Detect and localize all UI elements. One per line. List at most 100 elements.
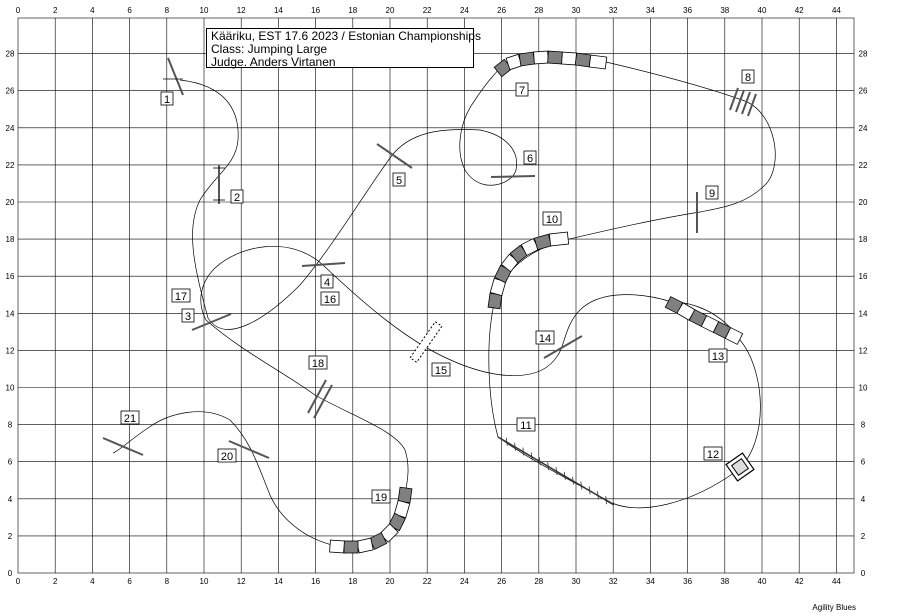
obstacle-number-box (320, 291, 340, 306)
dogwalk-tick (522, 447, 525, 456)
y-tick-label-left: 28 (6, 50, 15, 59)
x-tick-label-bottom: 8 (165, 577, 170, 586)
obstacle-number-20: 20 (221, 451, 233, 463)
tunnel-segment (518, 51, 536, 67)
obstacle-number-box (708, 348, 728, 363)
brand-footer: Agility Blues (812, 603, 856, 612)
x-tick-label-top: 0 (16, 6, 21, 15)
x-tick-label-top: 20 (386, 6, 395, 15)
y-tick-label-right: 22 (859, 161, 868, 170)
obstacle-8-long-jump[interactable] (729, 87, 757, 117)
obstacle-5-jump[interactable] (376, 143, 413, 169)
obstacle-number-1: 1 (164, 94, 170, 106)
tunnel-segment (343, 540, 359, 554)
y-tick-label-right: 26 (859, 87, 868, 96)
y-tick-label-left: 12 (6, 346, 15, 355)
obstacle-20-jump[interactable] (228, 440, 270, 459)
obstacle-6-jump[interactable] (490, 175, 536, 178)
x-tick-label-top: 40 (758, 6, 767, 15)
tunnel-segment (588, 54, 608, 70)
y-tick-label-right: 14 (859, 309, 868, 318)
x-tick-label-bottom: 18 (348, 577, 357, 586)
obstacle-21-jump[interactable] (102, 437, 144, 456)
y-tick-label-left: 26 (6, 87, 15, 96)
obstacle-number-11: 11 (520, 420, 531, 432)
obstacle-number-box (703, 446, 723, 461)
x-tick-label-bottom: 0 (16, 577, 21, 586)
x-tick-label-top: 32 (609, 6, 618, 15)
obstacle-18-double-jump[interactable] (307, 379, 333, 419)
x-tick-label-bottom: 34 (646, 577, 655, 586)
obstacle-3-jump[interactable] (191, 313, 232, 331)
y-tick-label-left: 20 (6, 198, 15, 207)
x-tick-label-top: 16 (311, 6, 320, 15)
y-tick-label-left: 0 (8, 569, 13, 578)
dogwalk-tick (555, 466, 558, 476)
tunnel-segment (547, 50, 563, 65)
x-tick-label-bottom: 4 (90, 577, 95, 586)
x-tick-label-bottom: 14 (274, 577, 283, 586)
obstacle-number-box (431, 362, 451, 377)
x-tick-label-top: 42 (795, 6, 804, 15)
obstacle-number-box (516, 417, 536, 432)
obstacle-number-15: 15 (435, 365, 447, 377)
dogwalk-tick (547, 462, 550, 471)
obstacle-13-tunnel[interactable] (664, 296, 744, 345)
x-tick-label-bottom: 40 (758, 577, 767, 586)
x-tick-label-top: 10 (200, 6, 209, 15)
obstacle-10-tunnel[interactable] (487, 231, 570, 310)
obstacle-number-10: 10 (546, 214, 558, 226)
obstacle-number-box (392, 172, 406, 187)
x-tick-label-top: 26 (497, 6, 506, 15)
dog-path (179, 58, 776, 509)
obstacle-number-box (705, 185, 719, 200)
x-tick-label-bottom: 24 (460, 577, 469, 586)
x-tick-label-top: 14 (274, 6, 283, 15)
obstacle-7-tunnel[interactable] (493, 50, 608, 78)
dogwalk-tick (563, 471, 566, 480)
obstacle-number-2: 2 (234, 192, 240, 204)
y-tick-label-right: 20 (859, 198, 868, 207)
obstacle-number-16: 16 (324, 294, 336, 306)
obstacle-11-dogwalk[interactable] (497, 436, 615, 506)
obstacle-14-jump[interactable] (543, 335, 583, 359)
x-tick-label-bottom: 16 (311, 577, 320, 586)
dogwalk-tick (505, 437, 508, 446)
dogwalk-tick (597, 491, 599, 500)
y-tick-label-right: 6 (861, 458, 866, 467)
obstacle-number-12: 12 (707, 449, 719, 461)
tunnel-segment (548, 231, 570, 247)
obstacle-number-box (515, 82, 529, 97)
obstacle-15-wall[interactable] (409, 320, 443, 364)
y-tick-label-right: 10 (859, 384, 868, 393)
course-judge: Judge. Anders Virtanen (211, 55, 336, 69)
x-tick-label-bottom: 32 (609, 577, 618, 586)
obstacle-4-jump[interactable] (301, 262, 346, 267)
obstacle-19-tunnel[interactable] (329, 486, 413, 554)
x-tick-label-top: 4 (90, 6, 95, 15)
x-tick-label-top: 36 (683, 6, 692, 15)
obstacle-number-box (217, 448, 237, 463)
grid-border (17, 17, 855, 574)
obstacle-number-box (181, 308, 195, 323)
y-tick-label-right: 0 (861, 569, 866, 578)
obstacle-number-box (371, 489, 391, 504)
obstacle-number-17: 17 (175, 291, 187, 303)
obstacle-number-6: 6 (527, 153, 533, 165)
x-tick-label-top: 6 (127, 6, 132, 15)
dogwalk-tick (605, 496, 608, 505)
y-tick-label-right: 16 (859, 272, 868, 281)
obstacle-number-13: 13 (712, 351, 724, 363)
dog-path-2 (112, 411, 333, 546)
x-tick-label-top: 18 (348, 6, 357, 15)
obstacle-1-jump[interactable] (163, 57, 184, 96)
y-tick-label-right: 4 (861, 495, 866, 504)
obstacle-12-tyre[interactable] (725, 452, 755, 482)
obstacle-2-jump[interactable] (213, 165, 225, 204)
obstacle-number-19: 19 (375, 492, 387, 504)
obstacle-number-box (741, 69, 755, 84)
x-tick-label-bottom: 28 (534, 577, 543, 586)
